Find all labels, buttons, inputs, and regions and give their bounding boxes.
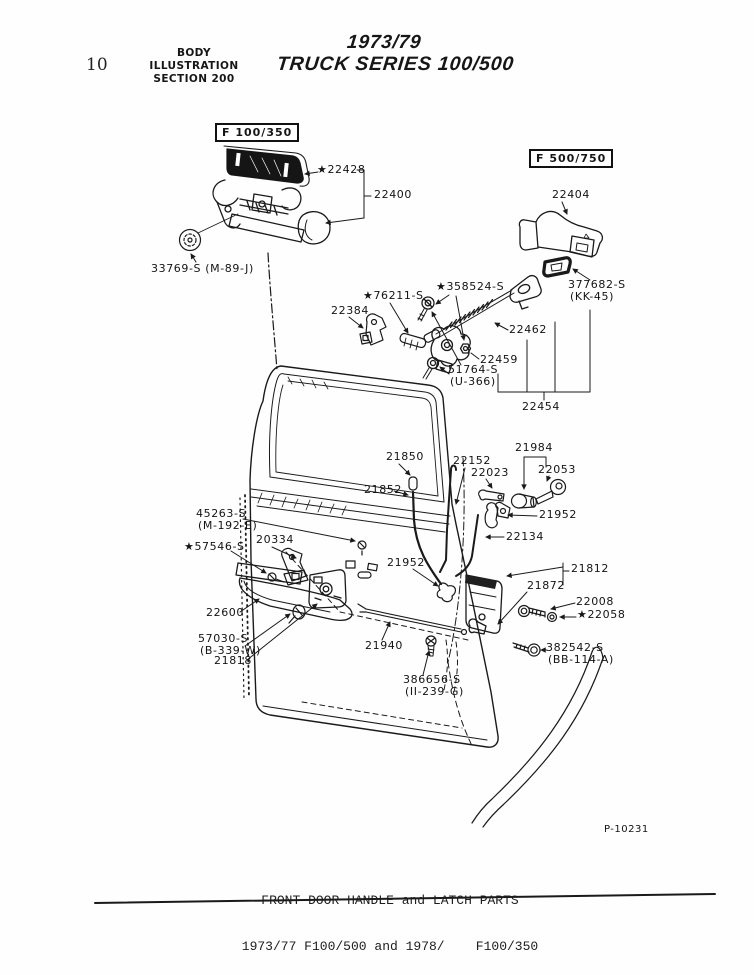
section-line2: SECTION 200 <box>153 73 235 86</box>
part-label-22058: ★22058 <box>577 608 626 621</box>
bolt-22008-drawing <box>519 606 557 622</box>
striker-21812-drawing <box>465 575 502 634</box>
title-line1: 1973/79 <box>345 32 423 53</box>
part-label-377682: 377682-S(KK-45) <box>568 278 626 304</box>
part-label-22404: 22404 <box>552 188 590 201</box>
rod-21940-drawing <box>358 604 467 635</box>
part-label-22400: 22400 <box>374 188 412 201</box>
section-line1: BODY ILLUSTRATION <box>149 47 239 73</box>
rod-22152-drawing <box>440 466 456 573</box>
part-label-21812: 21812 <box>571 562 609 575</box>
screw-57546-drawing <box>268 573 276 581</box>
part-label-21852: 21852 <box>364 483 402 496</box>
latch-21818-drawing <box>309 570 346 608</box>
bolt-382542-drawing <box>513 643 540 656</box>
part-label-21984: 21984 <box>515 441 553 454</box>
page-title: 1973/79 TRUCK SERIES 100/500 <box>275 32 516 75</box>
part-label-22053: 22053 <box>538 463 576 476</box>
handle-22404-drawing <box>519 211 602 257</box>
clip-21952-drawing <box>437 583 455 602</box>
handle-22400-drawing <box>213 180 330 244</box>
part-label-22459: 22459 <box>480 353 518 366</box>
part-label-21940: 21940 <box>365 639 403 652</box>
part-label-20334: 20334 <box>256 533 294 546</box>
nut-22058-drawing <box>548 613 557 622</box>
bracket-22384-drawing <box>360 314 386 345</box>
part-label-22384: 22384 <box>331 304 369 317</box>
part-label-21872: 21872 <box>527 579 565 592</box>
part-label-22008: 22008 <box>576 595 614 608</box>
section-header: BODY ILLUSTRATION SECTION 200 <box>138 47 250 86</box>
pad-22428-drawing <box>224 146 309 186</box>
page-number: 10 <box>86 55 108 75</box>
part-label-358524: ★358524-S <box>436 280 505 293</box>
inner-handle-22600-drawing <box>236 563 352 620</box>
part-label-22023: 22023 <box>471 466 509 479</box>
pin-76211-drawing <box>399 333 426 350</box>
part-label-45263: 45263-S(M-192-E) <box>196 507 258 533</box>
grommet-33769-drawing <box>180 214 239 251</box>
part-label-21952-rod: 21952 <box>387 556 425 569</box>
part-label-382542: 382542-S(BB-114-A) <box>546 641 614 667</box>
variant-tag-f100-350: F 100/350 <box>215 123 300 142</box>
title-line2: TRUCK SERIES 100/500 <box>275 52 516 75</box>
clip-21850-drawing <box>409 477 417 490</box>
part-label-21952-lock: 21952 <box>539 508 577 521</box>
latch-housing-51764-drawing <box>418 297 471 379</box>
part-label-22428: ★22428 <box>317 163 366 176</box>
part-label-57030: 57030-S(B-339-W) <box>198 632 261 658</box>
part-label-386656: 386656-S(II-239-G) <box>403 673 464 699</box>
part-label-57546: ★57546-S <box>184 540 245 553</box>
part-label-76211: ★76211-S <box>363 289 424 302</box>
part-label-21850: 21850 <box>386 450 424 463</box>
part-label-22454: 22454 <box>522 400 560 413</box>
part-label-33769: 33769-S (M-89-J) <box>151 262 254 275</box>
part-label-22600: 22600 <box>206 606 244 619</box>
caption: FRONT DOOR HANDLE and LATCH PARTS 1973/7… <box>130 862 650 975</box>
lock-cylinder-21984-group-drawing <box>479 480 566 528</box>
window-channel-drawing <box>472 647 603 827</box>
caption-line1: FRONT DOOR HANDLE and LATCH PARTS <box>261 892 519 908</box>
retainer-drawing <box>485 503 498 528</box>
pawl-21872-drawing <box>469 619 486 634</box>
door-outline-drawing <box>240 366 498 748</box>
escutcheon-377682-drawing <box>544 258 571 276</box>
footer-rule <box>95 894 715 903</box>
screw-45263-drawing <box>358 541 366 549</box>
leader-lines <box>191 170 590 675</box>
lock-rods-drawing <box>409 466 478 602</box>
part-label-21818: 21818 <box>214 654 252 667</box>
handle-axis-line <box>268 253 277 370</box>
figure-code: P-10231 <box>604 824 649 835</box>
lever-22023-drawing <box>479 490 504 501</box>
caption-line2: 1973/77 F100/500 and 1978/ F100/350 <box>241 938 539 954</box>
rod-21852-drawing <box>413 492 441 584</box>
part-label-22152: 22152 <box>453 454 491 467</box>
key-22053-drawing <box>551 480 566 495</box>
variant-tag-f500-750: F 500/750 <box>529 149 614 168</box>
part-label-51764: 51764-S(U-366) <box>448 363 499 389</box>
remote-control-20334-drawing <box>282 548 308 585</box>
part-label-22134: 22134 <box>506 530 544 543</box>
rod-22134-drawing <box>456 515 478 576</box>
grommet-386656-drawing <box>426 636 436 656</box>
part-label-22462: 22462 <box>509 323 547 336</box>
